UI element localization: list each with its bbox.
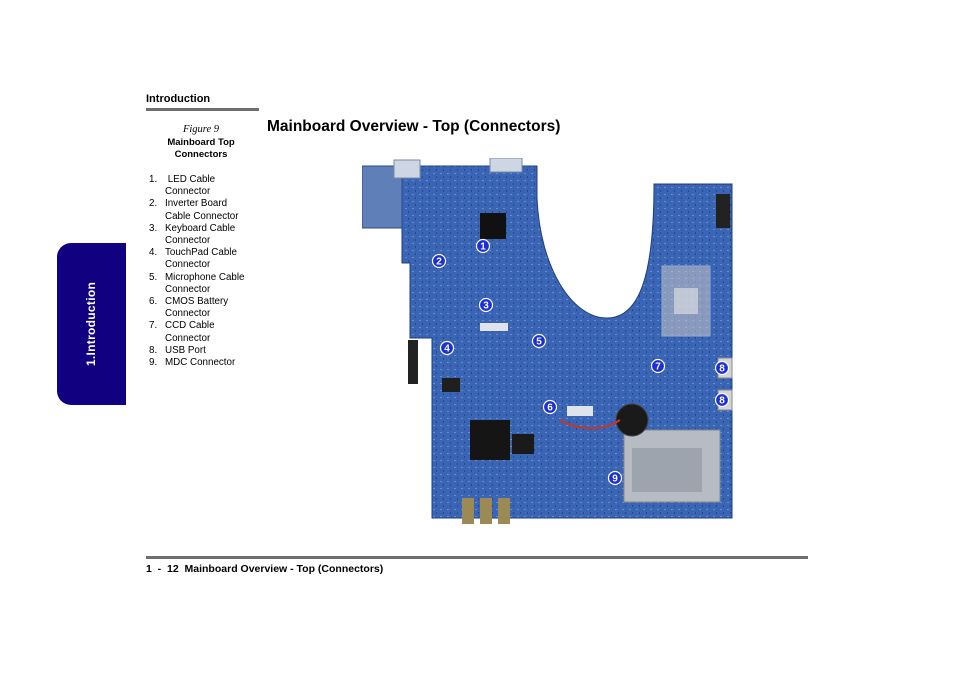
svg-text:8: 8	[719, 364, 725, 375]
svg-text:7: 7	[655, 362, 661, 373]
legend-line: Connector	[165, 186, 211, 198]
legend-line: Connector	[165, 332, 211, 344]
figure-title-line1: Mainboard Top	[167, 137, 235, 148]
power-jack	[716, 194, 730, 228]
audio-jack	[462, 498, 474, 524]
callout-8b: 8	[714, 392, 730, 408]
svg-text:6: 6	[547, 403, 553, 414]
legend-line: Keyboard Cable	[165, 222, 236, 234]
legend-line: CMOS Battery	[165, 296, 229, 308]
cpu-die	[674, 288, 698, 314]
callout-3: 3	[478, 297, 494, 313]
legend-line: Microphone Cable	[165, 271, 245, 283]
legend-number: 2.	[149, 198, 158, 210]
figure-number: Figure 9	[182, 124, 220, 135]
legend-number: 5.	[149, 271, 158, 283]
footer-page-label: 1 - 12 Mainboard Overview - Top (Connect…	[146, 563, 384, 575]
footer-rule	[146, 556, 808, 559]
svg-text:4: 4	[444, 344, 450, 355]
callout-7: 7	[650, 358, 666, 374]
cmos-battery	[615, 403, 649, 437]
callout-4: 4	[439, 340, 455, 356]
sticker	[567, 406, 593, 416]
chip	[442, 378, 460, 392]
legend-line: Connector	[165, 283, 211, 295]
legend-line: Inverter Board	[165, 198, 228, 210]
figure-title-line2: Connectors	[174, 149, 228, 160]
callout-1: 1	[475, 238, 491, 254]
legend-line: CCD Cable	[165, 320, 215, 332]
callout-6: 6	[542, 399, 558, 415]
legend-line: MDC Connector	[165, 357, 236, 369]
legend-line: Connector	[165, 308, 211, 320]
legend-number: 9.	[149, 357, 158, 369]
legend-item: 9. MDC Connector	[146, 357, 258, 369]
connector-top	[393, 159, 421, 179]
legend-number: 6.	[149, 296, 158, 308]
svg-text:3: 3	[483, 301, 489, 312]
svg-text:1: 1	[480, 242, 486, 253]
legend-number: 8.	[149, 344, 158, 356]
audio-jack	[480, 498, 492, 524]
side-connector	[408, 340, 418, 384]
vga-connector	[489, 158, 523, 173]
legend-number: 1.	[149, 174, 158, 185]
chip	[480, 213, 506, 239]
chip	[512, 434, 534, 454]
callout-2: 2	[431, 253, 447, 269]
legend-number: 4.	[149, 247, 158, 259]
side-tab-label: 1.Introduction	[84, 281, 99, 367]
legend-line: LED Cable	[165, 174, 216, 185]
battery-cable	[559, 419, 621, 430]
callout-5: 5	[531, 333, 547, 349]
svg-text:2: 2	[436, 257, 442, 268]
figure-title: Mainboard Top Connectors	[146, 137, 256, 161]
main-chipset	[470, 420, 510, 460]
side-tab-label-wrap: 1.Introduction	[57, 243, 126, 405]
svg-text:5: 5	[536, 337, 542, 348]
legend-line: USB Port	[165, 344, 206, 356]
card-reader-inner	[632, 448, 702, 492]
legend-item: 8. USB Port	[146, 345, 258, 357]
legend-line: TouchPad Cable	[165, 247, 237, 259]
legend-number: 3.	[149, 222, 158, 234]
figure-caption: Figure 9 Mainboard Top Connectors	[146, 124, 256, 161]
legend-number: 7.	[149, 320, 158, 332]
sticker	[480, 323, 508, 331]
mainboard-photo: 1 2 3 4 5 6 7 8 8 9	[362, 158, 733, 524]
callout-9: 9	[607, 470, 623, 486]
legend-line: Cable Connector	[165, 210, 239, 222]
audio-jack	[498, 498, 510, 524]
callout-8a: 8	[714, 360, 730, 376]
section-header-label: Introduction	[146, 93, 211, 105]
header-rule	[146, 108, 259, 111]
side-tab	[57, 243, 126, 405]
svg-text:9: 9	[612, 474, 618, 485]
legend-line: Connector	[165, 259, 211, 271]
legend-line: Connector	[165, 235, 211, 247]
page-title: Mainboard Overview - Top (Connectors)	[267, 118, 561, 135]
svg-text:8: 8	[719, 396, 725, 407]
